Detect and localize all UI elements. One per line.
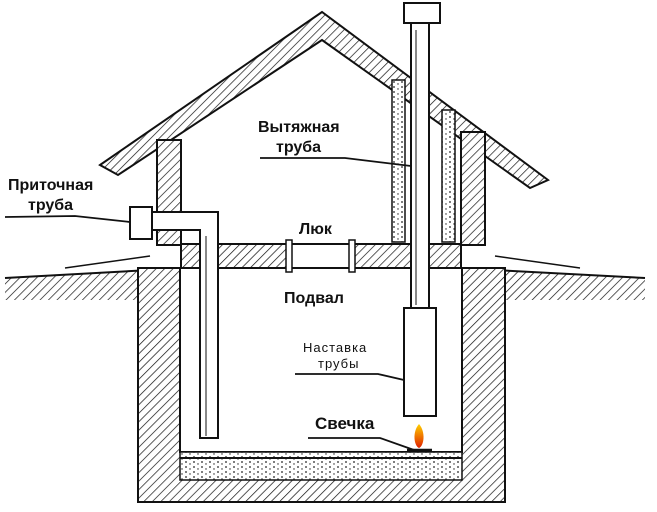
exhaust-pipe (403, 2, 441, 417)
supply-pipe (129, 206, 219, 439)
candle-label: Свечка (315, 414, 375, 433)
supply-pipe-label-1: Приточная (8, 177, 94, 194)
hatch-label: Люк (299, 221, 332, 238)
roof (98, 10, 550, 190)
leader-lines (4, 157, 415, 451)
supply-pipe-cap (129, 206, 153, 240)
exhaust-pipe-label-1: Вытяжная (258, 119, 340, 136)
basement-label: Подвал (284, 290, 344, 307)
right-upper-wall (460, 131, 486, 246)
inner-wall (391, 79, 406, 243)
pipe-extension-label-1: Наставка (303, 340, 368, 355)
pipe-extension (403, 307, 437, 417)
supply-pipe-label-2: труба (28, 197, 74, 214)
exhaust-pipe-label-2: труба (276, 139, 322, 156)
inner-wall-2 (441, 109, 456, 243)
exhaust-pipe-cap (403, 2, 441, 24)
ground (4, 255, 646, 300)
pipe-extension-label-2: трубы (318, 356, 360, 371)
candle-icon (407, 424, 432, 452)
hatch-door (288, 243, 353, 269)
basement-structure (137, 267, 506, 503)
